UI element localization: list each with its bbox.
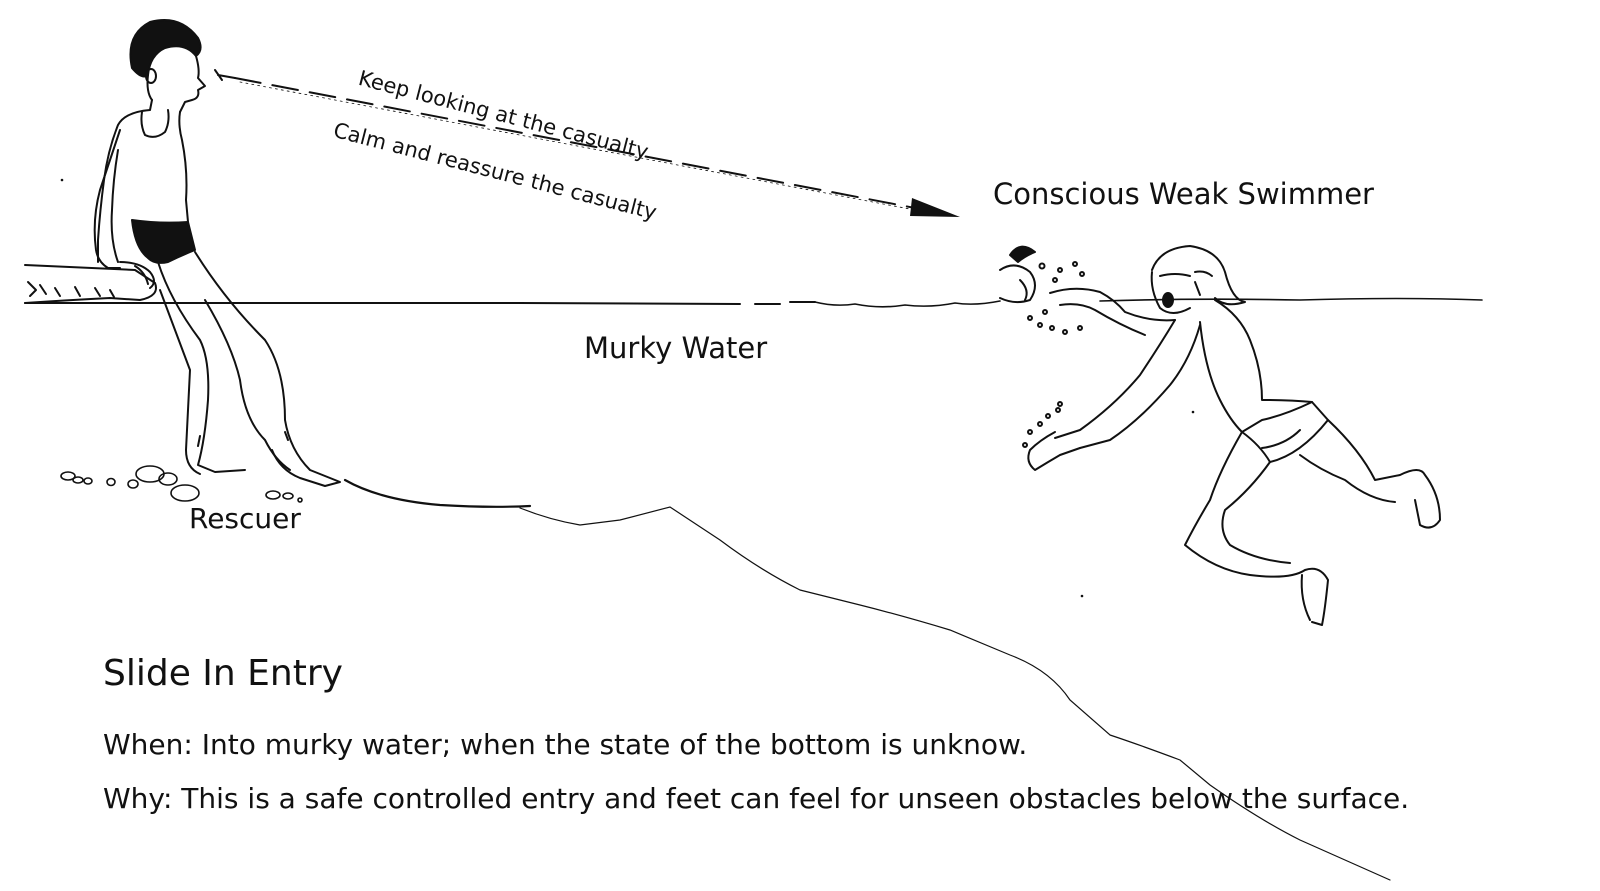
gaze-line <box>214 69 916 211</box>
swimmer-label: Conscious Weak Swimmer <box>993 177 1374 211</box>
rescuer-label: Rescuer <box>189 502 301 535</box>
entry-when: When: Into murky water; when the state o… <box>103 728 1028 761</box>
murky-water-label: Murky Water <box>584 331 768 365</box>
gaze-arrowhead <box>910 198 960 217</box>
swimmer-figure <box>999 245 1441 626</box>
stray-dots <box>60 178 1195 598</box>
entry-title: Slide In Entry <box>103 653 343 694</box>
entry-why: Why: This is a safe controlled entry and… <box>103 782 1410 815</box>
rescuer-figure <box>93 19 341 487</box>
pebbles <box>60 465 303 503</box>
riverbank <box>24 264 157 304</box>
water-surface <box>24 297 1483 308</box>
water-bottom <box>343 478 1391 881</box>
